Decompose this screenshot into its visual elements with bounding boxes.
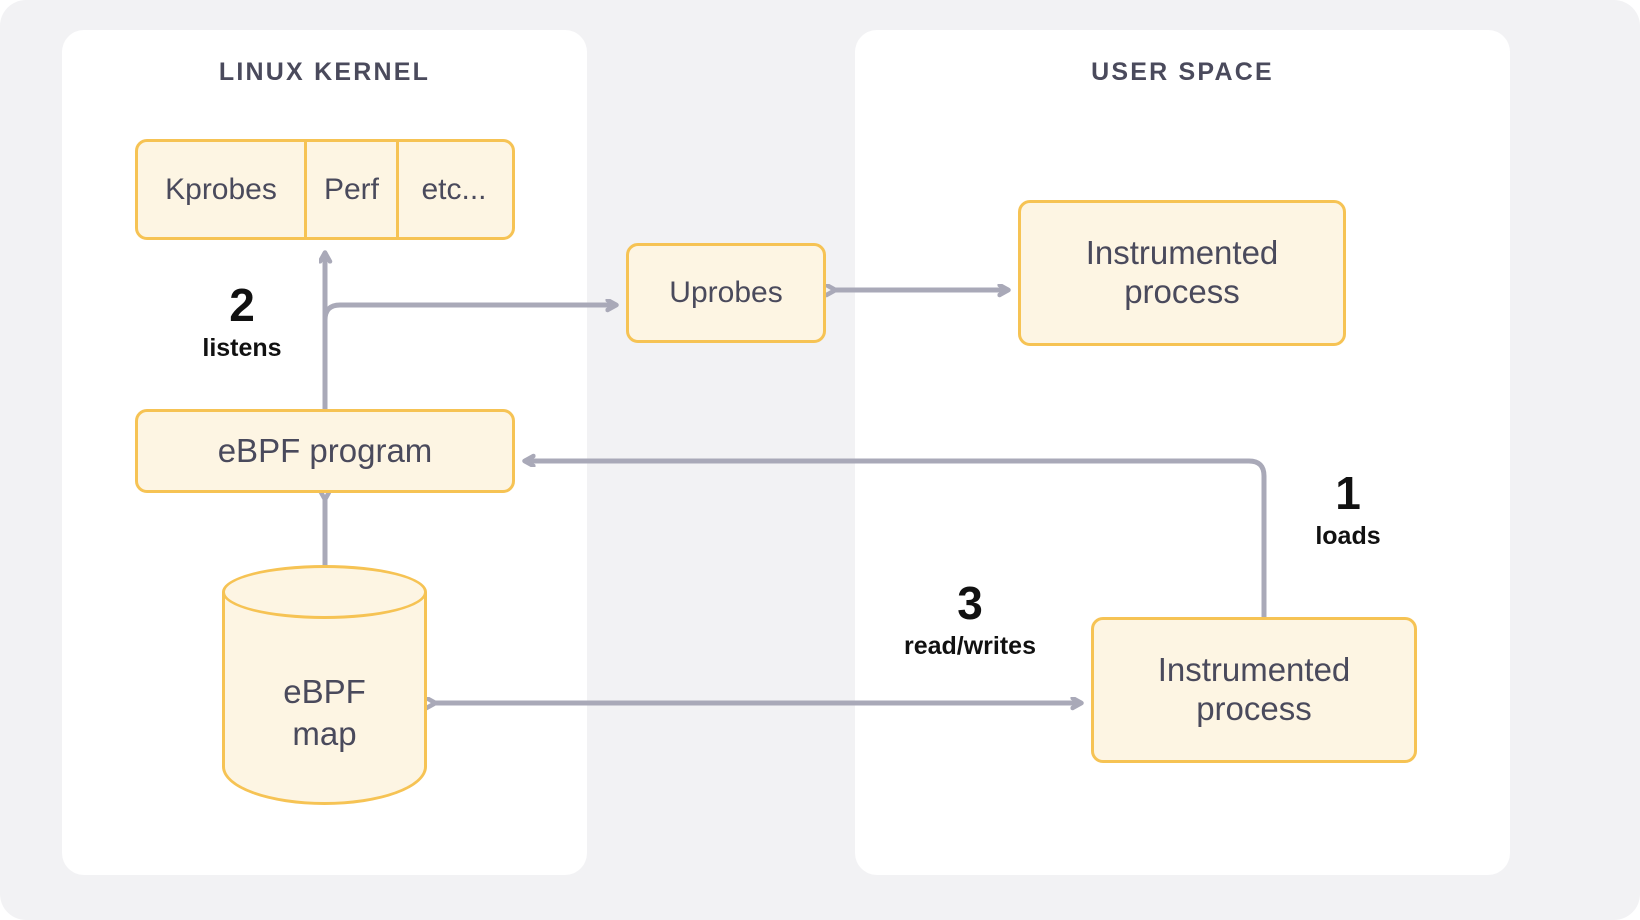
- step-annotation-1: 1 loads: [1288, 470, 1408, 551]
- probes-segment-perf[interactable]: Perf: [307, 142, 399, 237]
- node-instrumented-process-bottom[interactable]: Instrumented process: [1091, 617, 1417, 763]
- node-uprobes-label: Uprobes: [669, 276, 783, 310]
- cylinder-body-icon: [222, 592, 427, 805]
- step-annotation-2: 2 listens: [182, 282, 302, 363]
- node-instrumented-process-top[interactable]: Instrumented process: [1018, 200, 1346, 346]
- panel-title-user-space: USER SPACE: [1091, 58, 1274, 86]
- step-1-label: loads: [1315, 522, 1381, 550]
- probes-segment-etc[interactable]: etc...: [421, 172, 487, 206]
- step-2-number: 2: [229, 279, 255, 331]
- step-1-number: 1: [1335, 467, 1361, 519]
- panel-title-linux-kernel: LINUX KERNEL: [218, 58, 431, 86]
- node-ebpf-program-label: eBPF program: [217, 431, 433, 469]
- node-ebpf-map[interactable]: eBPF map: [222, 565, 427, 805]
- node-uprobes[interactable]: Uprobes: [626, 243, 826, 343]
- node-ebpf-map-label: eBPF map: [283, 673, 366, 752]
- step-3-number: 3: [957, 577, 983, 629]
- node-ebpf-program[interactable]: eBPF program: [135, 409, 515, 493]
- node-instrumented-process-bottom-label: Instrumented process: [1157, 651, 1351, 727]
- probes-segment-kprobes[interactable]: Kprobes: [138, 142, 307, 237]
- step-3-label: read/writes: [903, 632, 1036, 660]
- node-instrumented-process-top-label: Instrumented process: [1085, 234, 1279, 310]
- step-2-label: listens: [202, 334, 282, 362]
- cylinder-top-icon: [222, 565, 427, 619]
- step-annotation-3: 3 read/writes: [880, 580, 1060, 661]
- node-probes-bar[interactable]: Kprobes Perf etc...: [135, 139, 515, 240]
